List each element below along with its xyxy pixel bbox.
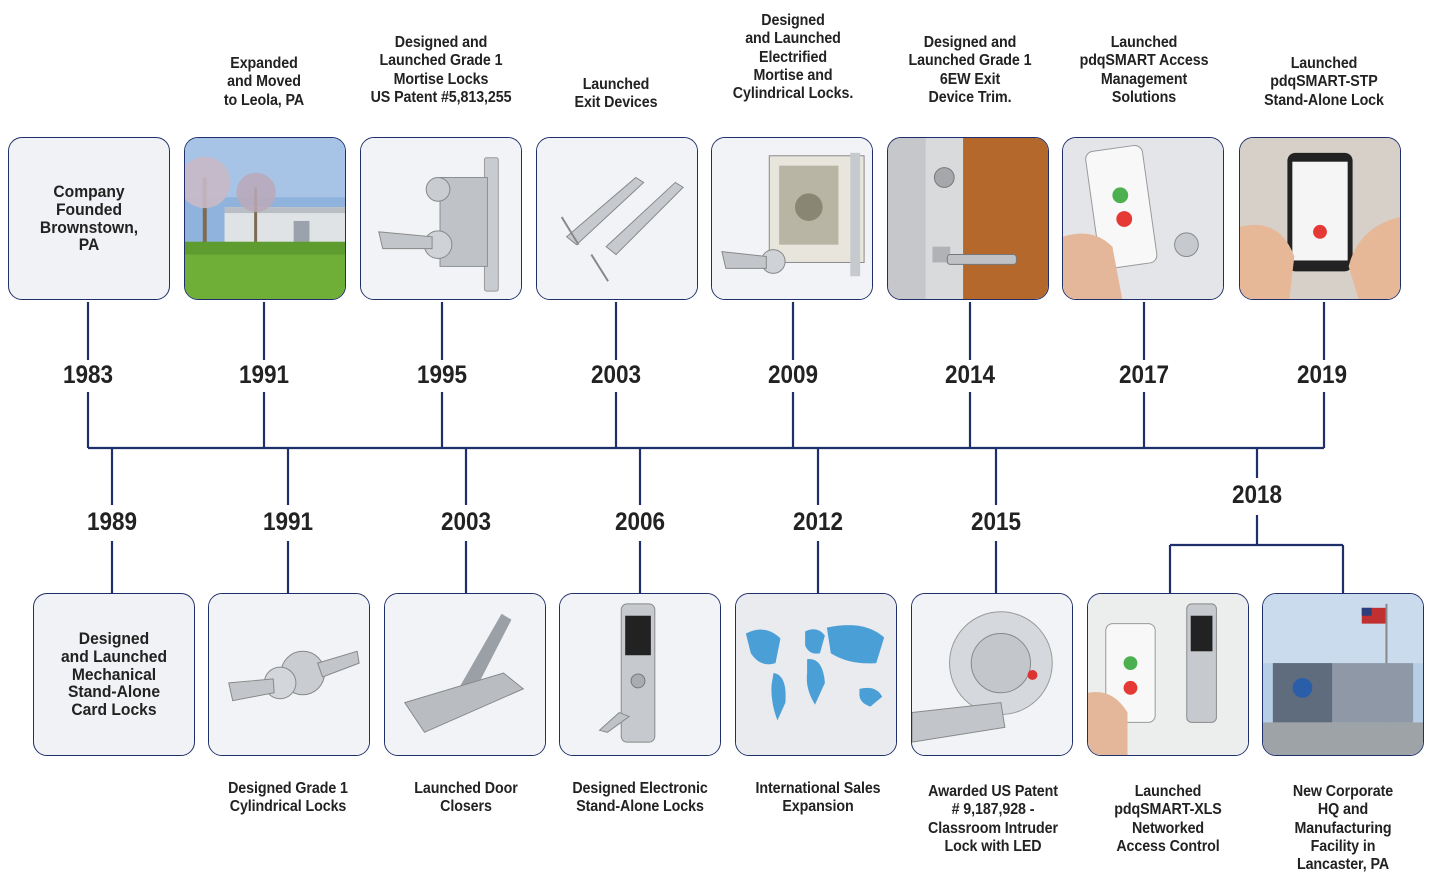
event-caption: Launched Exit Devices: [574, 76, 658, 112]
card-text: Company Founded Brownstown, PA: [39, 181, 139, 255]
year-label: 2012: [792, 508, 844, 536]
event-caption: New Corporate HQ and Manufacturing Facil…: [1292, 783, 1394, 874]
world-map-icon: [735, 593, 897, 756]
card-text: Designed and Launched Mechanical Stand-A…: [60, 628, 168, 720]
mortise-lock-icon: [360, 137, 522, 300]
event-caption: Launched pdqSMART-XLS Networked Access C…: [1114, 783, 1222, 855]
year-label: 2006: [614, 508, 666, 536]
year-label: 2018: [1231, 481, 1283, 509]
keypad-lock-icon: [559, 593, 721, 756]
building-photo: [184, 137, 346, 300]
event-caption: Designed and Launched Electrified Mortis…: [732, 12, 854, 103]
exit-device-icon: [536, 137, 698, 300]
keypad-phone-photo: [1087, 593, 1249, 756]
year-label: 1989: [86, 508, 138, 536]
year-label: 1995: [416, 361, 468, 389]
door-closer-icon: [384, 593, 546, 756]
hq-building-photo: [1262, 593, 1424, 756]
event-card-1983: Company Founded Brownstown, PA: [8, 137, 170, 300]
event-card-1989: Designed and Launched Mechanical Stand-A…: [33, 593, 195, 756]
year-label: 2014: [944, 361, 996, 389]
event-caption: Designed and Launched Grade 1 Mortise Lo…: [370, 34, 512, 106]
event-caption: Launched pdqSMART Access Management Solu…: [1079, 34, 1209, 106]
year-label: 1991: [262, 508, 314, 536]
event-caption: Launched Door Closers: [414, 780, 518, 816]
year-label: 2003: [590, 361, 642, 389]
phone-app-photo: [1062, 137, 1224, 300]
event-caption: Awarded US Patent # 9,187,928 - Classroo…: [928, 783, 1058, 855]
year-label: 2009: [767, 361, 819, 389]
year-label: 2017: [1118, 361, 1170, 389]
event-caption: Designed and Launched Grade 1 6EW Exit D…: [908, 34, 1032, 106]
year-label: 1991: [238, 361, 290, 389]
phone-hand-photo: [1239, 137, 1401, 300]
event-caption: Launched pdqSMART-STP Stand-Alone Lock: [1264, 55, 1384, 109]
year-label: 2015: [970, 508, 1022, 536]
year-label: 1983: [62, 361, 114, 389]
event-caption: Expanded and Moved to Leola, PA: [223, 55, 305, 109]
year-label: 2003: [440, 508, 492, 536]
event-caption: International Sales Expansion: [755, 780, 881, 816]
electrified-lock-icon: [711, 137, 873, 300]
cylindrical-lock-icon: [208, 593, 370, 756]
year-label: 2019: [1296, 361, 1348, 389]
door-trim-photo: [887, 137, 1049, 300]
event-caption: Designed Grade 1 Cylindrical Locks: [228, 780, 348, 816]
intruder-lock-photo: [911, 593, 1073, 756]
event-caption: Designed Electronic Stand-Alone Locks: [572, 780, 708, 816]
